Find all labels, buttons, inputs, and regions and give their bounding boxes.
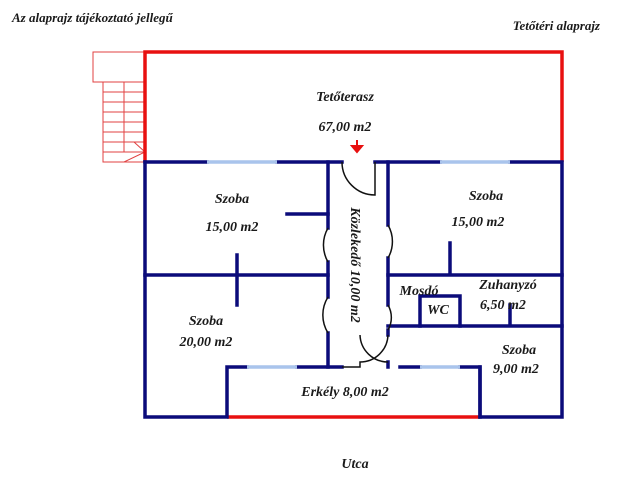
room-bottom-right-name: Szoba [502, 343, 536, 358]
room-top-right-name: Szoba [469, 189, 503, 204]
street-label: Utca [341, 457, 368, 472]
room-bottom-left-area: 20,00 m2 [179, 335, 233, 350]
entrance-arrow-icon [349, 140, 365, 154]
terrace-area: 67,00 m2 [319, 120, 372, 135]
room-bottom-left-name: Szoba [189, 314, 223, 329]
walls [143, 160, 564, 419]
terrace-edge [143, 50, 564, 162]
room-bottom-right-area: 9,00 m2 [493, 362, 539, 377]
washbasin-label: Mosdó [399, 284, 439, 299]
windows [207, 160, 510, 369]
doors [322, 161, 394, 368]
staircase [92, 51, 146, 163]
shower-name: Zuhanyzó [478, 278, 537, 293]
room-top-left-name: Szoba [215, 192, 249, 207]
shower-area: 6,50 m2 [480, 298, 526, 313]
wc-label: WC [427, 303, 449, 318]
plan-title: Tetőtéri alaprajz [513, 18, 601, 33]
room-top-right-area: 15,00 m2 [452, 215, 505, 230]
terrace-name: Tetőterasz [316, 90, 374, 105]
room-top-left-area: 15,00 m2 [206, 220, 259, 235]
disclaimer-text: Az alaprajz tájékoztató jellegű [11, 10, 173, 25]
corridor-label: Közlekedő 10,00 m2 [347, 206, 362, 323]
balcony-label: Erkély 8,00 m2 [300, 385, 389, 400]
